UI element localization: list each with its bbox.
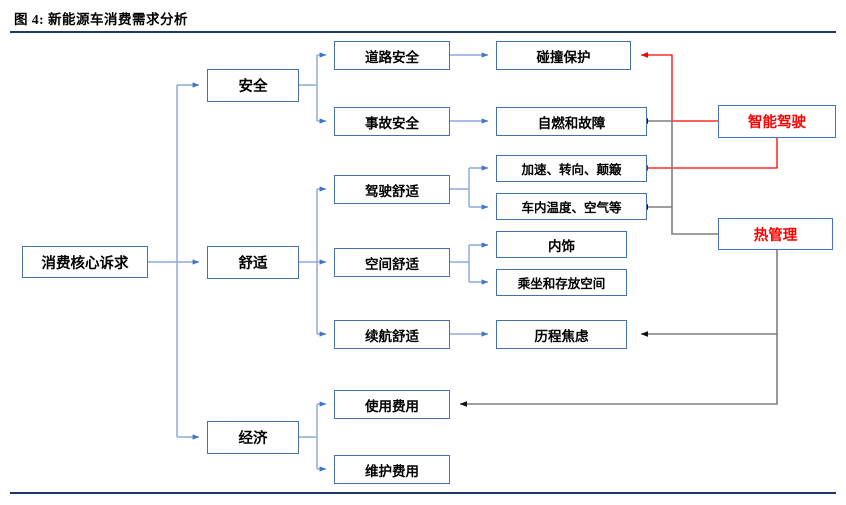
edge-reguanli-to-shiyong <box>459 334 778 408</box>
node-kongjian-shushi-label: 空间舒适 <box>365 256 419 272</box>
edge-reguanli-to-ziran <box>640 118 718 235</box>
node-jiasu-zhuanxiang-dianbo-label: 加速、转向、颠簸 <box>521 163 622 177</box>
edge-reguanli-to-licheng <box>640 250 778 338</box>
node-chengzuo-cunfang-kongjian[interactable]: 乘坐和存放空间 <box>496 269 627 296</box>
node-xuhang-shushi-label: 续航舒适 <box>365 328 419 344</box>
node-jiashi-shushi[interactable]: 驾驶舒适 <box>334 175 450 204</box>
node-licheng-jiaolv-label: 历程焦虑 <box>534 328 589 344</box>
node-shigu-anquan-label: 事故安全 <box>365 115 419 131</box>
node-re-guanli[interactable]: 热管理 <box>718 218 833 250</box>
figure-divider-bottom <box>10 492 836 494</box>
node-jingji[interactable]: 经济 <box>207 421 299 454</box>
node-daolu-anquan-label: 道路安全 <box>365 49 419 65</box>
node-neishi-label: 内饰 <box>548 238 575 254</box>
edge-zhineng-to-jiasu <box>640 138 778 172</box>
node-re-guanli-label: 热管理 <box>753 227 798 244</box>
node-weihu-feiyong[interactable]: 维护费用 <box>334 455 450 484</box>
node-shushi[interactable]: 舒适 <box>207 246 299 279</box>
node-jiasu-zhuanxiang-dianbo[interactable]: 加速、转向、颠簸 <box>496 155 647 182</box>
node-anquan-label: 安全 <box>238 79 268 95</box>
node-ziran-guzhang-label: 自燃和故障 <box>537 115 606 131</box>
node-shiyong-feiyong[interactable]: 使用费用 <box>334 390 450 419</box>
node-zhineng-jiashi-label: 智能驾驶 <box>748 115 806 131</box>
node-shushi-label: 舒适 <box>238 256 268 272</box>
node-neishi[interactable]: 内饰 <box>496 231 627 258</box>
node-root-label: 消费核心诉求 <box>41 255 129 272</box>
node-licheng-jiaolv[interactable]: 历程焦虑 <box>496 320 627 349</box>
node-jingji-label: 经济 <box>238 431 268 447</box>
node-chenei-wendu-kongqi-label: 车内温度、空气等 <box>521 201 622 215</box>
node-kongjian-shushi[interactable]: 空间舒适 <box>334 248 450 277</box>
node-anquan[interactable]: 安全 <box>207 69 299 102</box>
node-zhineng-jiashi[interactable]: 智能驾驶 <box>718 105 836 138</box>
node-weihu-feiyong-label: 维护费用 <box>365 463 419 479</box>
node-pengzhuang-baohu[interactable]: 碰撞保护 <box>496 41 631 70</box>
node-jiashi-shushi-label: 驾驶舒适 <box>365 183 419 199</box>
node-chenei-wendu-kongqi[interactable]: 车内温度、空气等 <box>496 193 647 220</box>
node-shigu-anquan[interactable]: 事故安全 <box>334 107 450 136</box>
node-root[interactable]: 消费核心诉求 <box>22 246 148 278</box>
figure-title: 图 4: 新能源车消费需求分析 <box>14 12 188 27</box>
title-divider-top <box>10 31 836 33</box>
node-pengzhuang-baohu-label: 碰撞保护 <box>536 49 591 65</box>
edge-zhineng-to-pengzhuang <box>640 52 718 122</box>
node-chengzuo-cunfang-kongjian-label: 乘坐和存放空间 <box>517 277 606 291</box>
node-ziran-guzhang[interactable]: 自燃和故障 <box>496 107 647 136</box>
node-shiyong-feiyong-label: 使用费用 <box>365 398 419 414</box>
node-daolu-anquan[interactable]: 道路安全 <box>334 41 450 70</box>
node-xuhang-shushi[interactable]: 续航舒适 <box>334 320 450 349</box>
